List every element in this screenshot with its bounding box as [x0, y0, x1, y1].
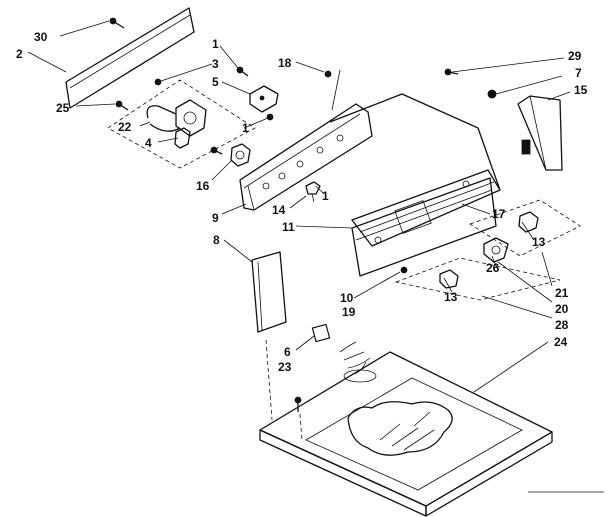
callout-6: 6 [284, 345, 291, 359]
rear-panel [65, 7, 195, 109]
callout-19: 19 [342, 305, 356, 319]
timer-cam [174, 127, 191, 149]
knob [305, 181, 321, 203]
callout-1: 1 [212, 37, 219, 51]
callout-20: 20 [555, 302, 569, 316]
callout-24: 24 [554, 335, 568, 349]
callout-17: 17 [492, 207, 506, 221]
selector-switch [483, 237, 509, 263]
callout-8: 8 [213, 233, 220, 247]
callout-16: 16 [196, 179, 210, 193]
leader-lines [27, 20, 571, 393]
callout-15: 15 [574, 83, 588, 97]
screw-icon [115, 100, 129, 111]
callout-4: 4 [145, 136, 152, 150]
screw-icon [109, 17, 125, 29]
callout-30: 30 [34, 30, 48, 44]
callout-23: 23 [278, 360, 292, 374]
callout-13: 13 [532, 235, 546, 249]
callout-10: 10 [340, 291, 354, 305]
callout-29: 29 [568, 49, 582, 63]
control-panel [351, 177, 497, 277]
callout-5: 5 [212, 75, 219, 89]
top-cover [329, 93, 501, 247]
spring [487, 89, 497, 99]
callout-14: 14 [272, 203, 286, 217]
callout-26: 26 [486, 261, 500, 275]
callout-11: 11 [282, 220, 295, 234]
callout-7: 7 [575, 66, 582, 80]
callout-21: 21 [555, 286, 569, 300]
wire-harness [311, 323, 377, 383]
callout-1: 1 [322, 189, 329, 203]
terminal-block [249, 85, 279, 113]
callout-22: 22 [118, 120, 132, 134]
selector-switch [518, 211, 539, 233]
cabinet-top [259, 351, 553, 517]
switch [230, 143, 251, 167]
callout-13: 13 [444, 290, 458, 304]
control-console [239, 103, 373, 211]
timer-motor [146, 99, 207, 137]
console-end-cap [251, 251, 287, 333]
callout-labels: 30 2 25 22 4 1 3 5 1 16 18 9 14 1 11 8 2… [16, 30, 588, 374]
callout-25: 25 [56, 101, 70, 115]
callout-28: 28 [555, 318, 569, 332]
callout-2: 2 [16, 47, 23, 61]
door-switch-bracket [517, 95, 563, 171]
callout-18: 18 [278, 56, 292, 70]
callout-3: 3 [212, 57, 219, 71]
callout-9: 9 [212, 211, 219, 225]
callout-1: 1 [242, 121, 249, 135]
knob [439, 269, 459, 289]
